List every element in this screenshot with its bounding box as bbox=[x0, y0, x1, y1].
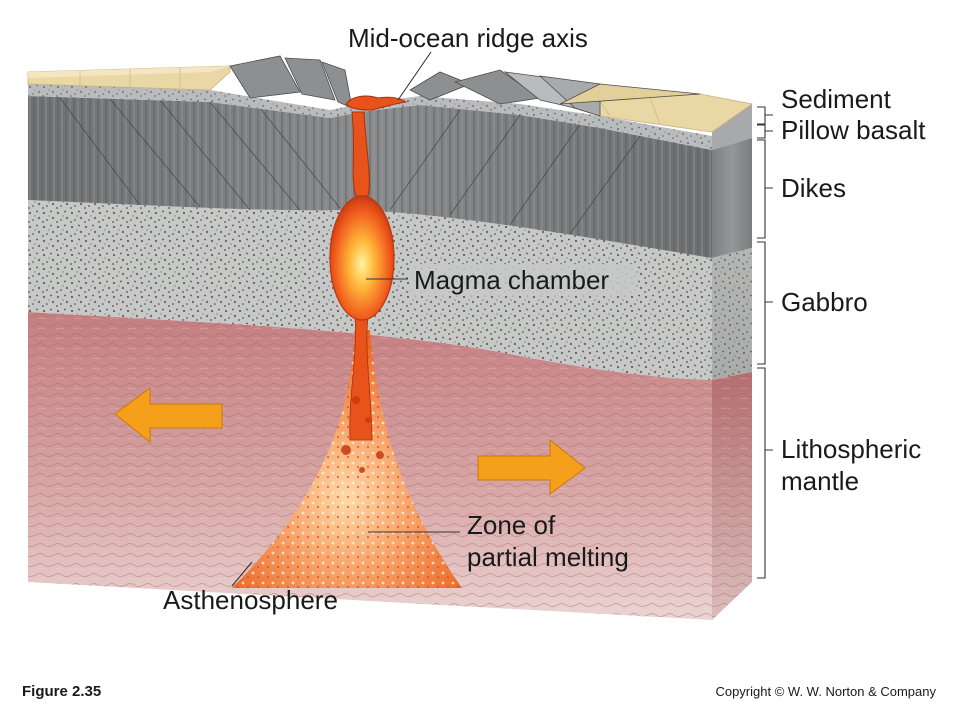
sediment-layer bbox=[27, 65, 754, 133]
magma-chamber bbox=[329, 195, 395, 321]
label-pillow-basalt: Pillow basalt bbox=[781, 115, 926, 145]
label-dikes: Dikes bbox=[781, 173, 846, 203]
magma-conduit bbox=[341, 95, 408, 473]
label-lithospheric-line1: Lithospheric bbox=[781, 434, 921, 464]
label-asthenosphere: Asthenosphere bbox=[163, 585, 338, 615]
copyright-notice: Copyright © W. W. Norton & Company bbox=[715, 684, 936, 699]
partial-melt-zone bbox=[232, 330, 462, 588]
pillow-basalt-layer bbox=[28, 84, 712, 150]
label-magma-chamber: Magma chamber bbox=[414, 265, 609, 295]
dikes-layer bbox=[28, 96, 712, 258]
ridge-crest-blocks bbox=[229, 55, 701, 117]
label-zone-line1: Zone of bbox=[467, 510, 556, 540]
block-side-face bbox=[712, 104, 752, 620]
label-gabbro: Gabbro bbox=[781, 287, 868, 317]
arrow-left-icon bbox=[114, 387, 223, 444]
magma-label-backdrop bbox=[410, 264, 636, 296]
arrow-right-icon bbox=[477, 438, 586, 495]
figure-number: Figure 2.35 bbox=[22, 683, 101, 700]
label-zone-line2: partial melting bbox=[467, 542, 629, 572]
leader-lines bbox=[231, 51, 460, 587]
layer-brackets bbox=[757, 106, 773, 579]
label-lithospheric-line2: mantle bbox=[781, 466, 859, 496]
label-ridge-axis: Mid-ocean ridge axis bbox=[348, 23, 588, 53]
label-sediment: Sediment bbox=[781, 84, 892, 114]
